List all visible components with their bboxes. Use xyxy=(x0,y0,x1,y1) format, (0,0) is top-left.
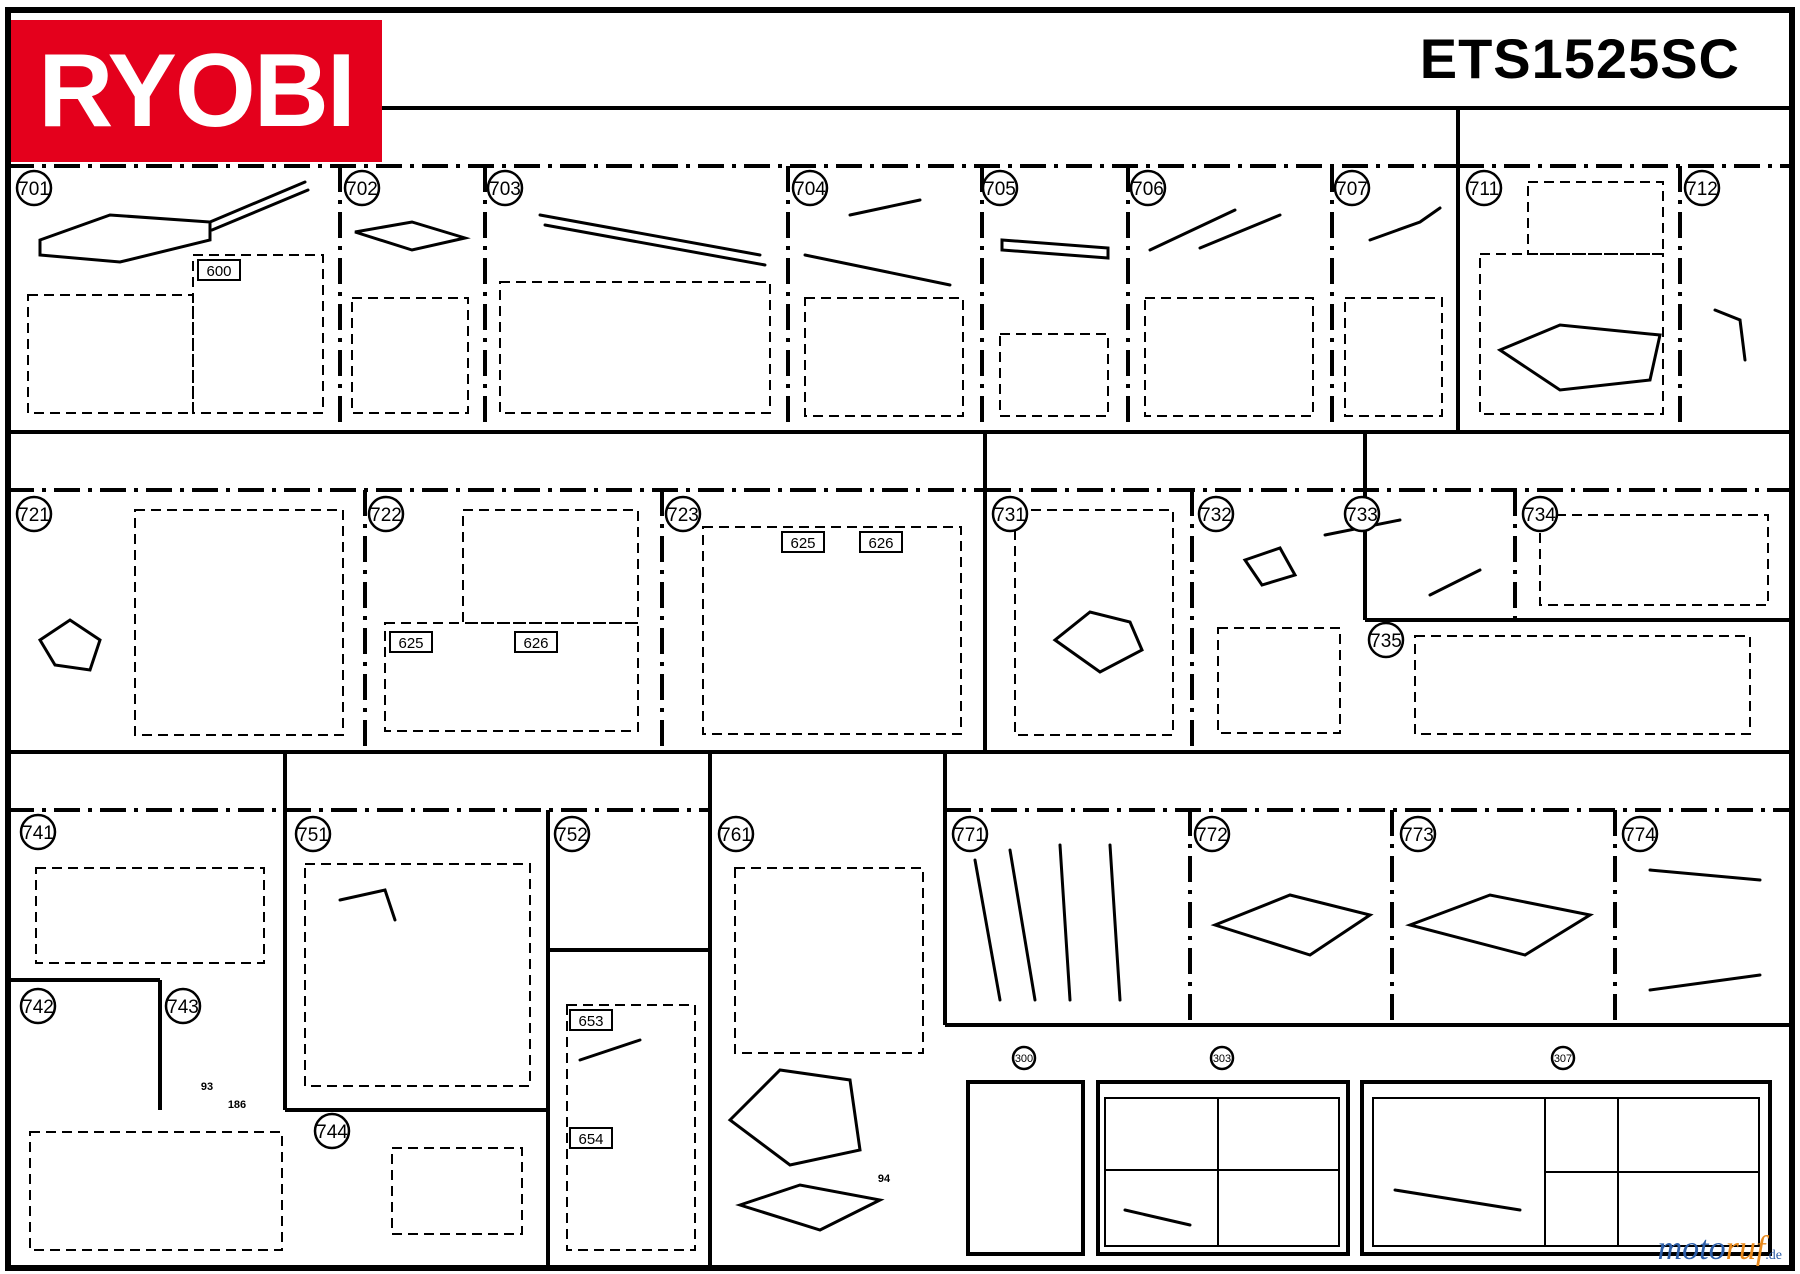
svg-text:741: 741 xyxy=(22,823,54,844)
svg-text:300: 300 xyxy=(1015,1053,1033,1065)
svg-text:731: 731 xyxy=(994,505,1026,526)
callout-307: 307 xyxy=(1550,1045,1576,1071)
svg-text:703: 703 xyxy=(489,179,521,200)
svg-text:625: 625 xyxy=(790,535,815,552)
svg-text:735: 735 xyxy=(1370,631,1402,652)
svg-text:751: 751 xyxy=(297,825,329,846)
part-number-94: 94 xyxy=(878,1173,891,1185)
callout-721: 721 xyxy=(15,495,53,533)
model-number: ETS1525SC xyxy=(1419,27,1740,90)
callout-772: 772 xyxy=(1193,815,1231,853)
svg-text:706: 706 xyxy=(1132,179,1164,200)
sub-label-625: 625 xyxy=(781,531,825,553)
svg-text:653: 653 xyxy=(578,1013,603,1030)
svg-text:711: 711 xyxy=(1469,179,1499,200)
svg-text:600: 600 xyxy=(206,263,231,280)
brand-wordmark: RYOBI xyxy=(38,33,356,149)
svg-text:774: 774 xyxy=(1624,825,1656,846)
svg-text:761: 761 xyxy=(720,825,752,846)
svg-text:772: 772 xyxy=(1196,825,1228,846)
sub-label-653: 653 xyxy=(569,1009,613,1031)
svg-text:732: 732 xyxy=(1200,505,1232,526)
callout-704: 704 xyxy=(791,169,829,207)
sub-label-626: 626 xyxy=(514,631,558,653)
svg-text:654: 654 xyxy=(578,1131,603,1148)
sub-label-626: 626 xyxy=(859,531,903,553)
callout-712: 712 xyxy=(1683,169,1721,207)
callout-751: 751 xyxy=(294,815,332,853)
svg-text:743: 743 xyxy=(167,997,199,1018)
sub-label-600: 600 xyxy=(197,259,241,281)
callout-771: 771 xyxy=(951,815,989,853)
callout-732: 732 xyxy=(1197,495,1235,533)
callout-742: 742 xyxy=(19,987,57,1025)
svg-text:744: 744 xyxy=(316,1122,348,1143)
svg-text:773: 773 xyxy=(1402,825,1434,846)
svg-text:307: 307 xyxy=(1554,1053,1572,1065)
svg-text:742: 742 xyxy=(22,997,54,1018)
callout-706: 706 xyxy=(1129,169,1167,207)
callout-711: 711 xyxy=(1465,169,1503,207)
callout-701: 701 xyxy=(15,169,53,207)
svg-text:702: 702 xyxy=(346,179,378,200)
svg-text:707: 707 xyxy=(1336,179,1368,200)
callout-743: 743 xyxy=(164,987,202,1025)
svg-text:712: 712 xyxy=(1686,179,1718,200)
callout-707: 707 xyxy=(1333,169,1371,207)
svg-text:771: 771 xyxy=(954,825,986,846)
callout-774: 774 xyxy=(1621,815,1659,853)
svg-text:303: 303 xyxy=(1213,1053,1231,1065)
callout-703: 703 xyxy=(486,169,524,207)
sub-label-625: 625 xyxy=(389,631,433,653)
callout-734: 734 xyxy=(1521,495,1559,533)
svg-text:721: 721 xyxy=(18,505,50,526)
callout-744: 744 xyxy=(313,1112,351,1150)
callout-300: 300 xyxy=(1011,1045,1037,1071)
part-number-186: 186 xyxy=(228,1099,246,1111)
callout-731: 731 xyxy=(991,495,1029,533)
svg-text:752: 752 xyxy=(556,825,588,846)
svg-text:734: 734 xyxy=(1524,505,1556,526)
callout-702: 702 xyxy=(343,169,381,207)
callout-752: 752 xyxy=(553,815,591,853)
callout-741: 741 xyxy=(19,813,57,851)
svg-text:723: 723 xyxy=(667,505,699,526)
brand-logo: RYOBI xyxy=(10,20,382,162)
callout-735: 735 xyxy=(1367,621,1405,659)
svg-text:722: 722 xyxy=(370,505,402,526)
svg-text:626: 626 xyxy=(523,635,548,652)
callout-722: 722 xyxy=(367,495,405,533)
svg-text:705: 705 xyxy=(984,179,1016,200)
watermark: motoruf.de xyxy=(1657,1230,1782,1267)
part-number-93: 93 xyxy=(201,1081,213,1093)
svg-text:626: 626 xyxy=(868,535,893,552)
callout-761: 761 xyxy=(717,815,755,853)
callout-723: 723 xyxy=(664,495,702,533)
svg-text:704: 704 xyxy=(794,179,826,200)
callout-303: 303 xyxy=(1209,1045,1235,1071)
callout-733: 733 xyxy=(1343,495,1381,533)
svg-text:733: 733 xyxy=(1346,505,1378,526)
svg-text:701: 701 xyxy=(18,179,50,200)
svg-text:625: 625 xyxy=(398,635,423,652)
callout-773: 773 xyxy=(1399,815,1437,853)
callout-705: 705 xyxy=(981,169,1019,207)
sub-label-654: 654 xyxy=(569,1127,613,1149)
